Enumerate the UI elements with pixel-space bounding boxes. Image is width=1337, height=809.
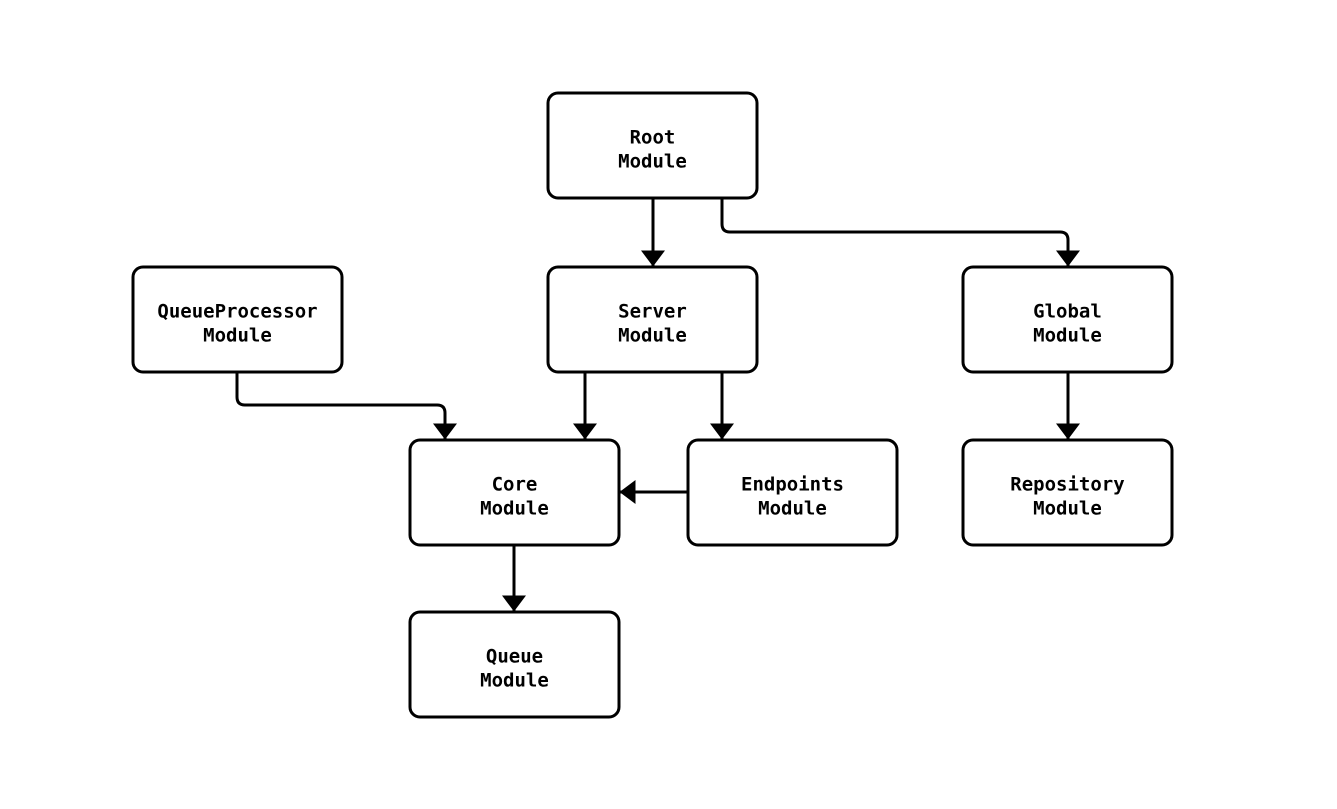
- node-box: [546, 91, 759, 200]
- node-box: [546, 265, 759, 374]
- node-box: [686, 438, 899, 547]
- edge-queueprocessor-module-to-core-module: [235, 372, 457, 440]
- node-box: [408, 610, 621, 719]
- node-box: [408, 438, 621, 547]
- node-box: [131, 265, 344, 374]
- node-box: [961, 438, 1174, 547]
- edge-root-module-to-global-module: [720, 198, 1080, 267]
- node-box: [961, 265, 1174, 374]
